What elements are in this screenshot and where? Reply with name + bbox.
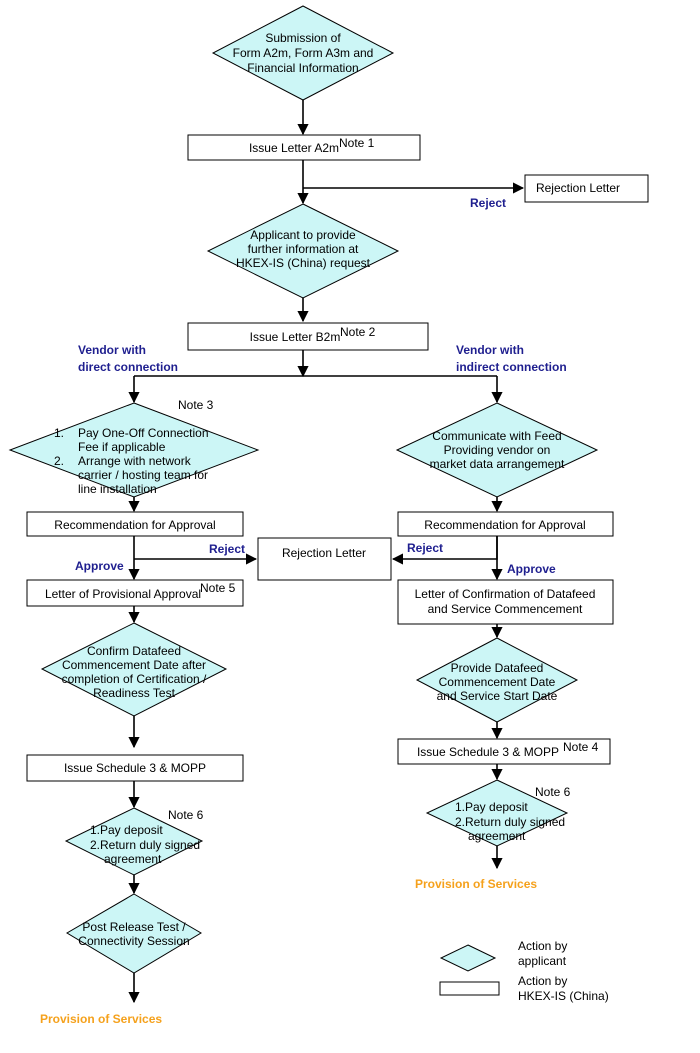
deposit-left-line: 2.Return duly signed — [90, 838, 200, 852]
deposit-right-note: Note 6 — [535, 785, 571, 799]
submission-line: Form A2m, Form A3m and — [233, 46, 374, 60]
deposit-left-line: 1.Pay deposit — [90, 823, 163, 837]
post-release-line: Connectivity Session — [78, 934, 189, 948]
issue-b2m-label: Issue Letter B2m — [250, 330, 341, 344]
submission-line: Financial Information — [247, 61, 358, 75]
node-provisional: Letter of Provisional Approval Note 5 — [26, 579, 244, 607]
approve-left-label: Approve — [75, 559, 124, 573]
provide-date-line: and Service Start Date — [437, 689, 558, 703]
further-info-line: Applicant to provide — [250, 228, 356, 242]
rec-right-label: Recommendation for Approval — [424, 518, 585, 532]
node-issue-b2m: Issue Letter B2m Note 2 — [187, 322, 429, 351]
provision-right-label: Provision of Services — [415, 877, 537, 891]
reject-left-label: Reject — [209, 542, 245, 556]
further-info-line: further information at — [248, 242, 359, 256]
submission-line: Submission of — [265, 31, 341, 45]
pay-item-num: 2. — [54, 454, 64, 468]
svg-text:Post Release Test /Connectivit: Post Release Test /Connectivity Session — [78, 920, 189, 948]
confirm-date-line: Commencement Date after — [62, 658, 206, 672]
reject-top-label: Reject — [470, 196, 506, 210]
node-post-release: Post Release Test /Connectivity Session — [66, 893, 202, 974]
edge-reject-right — [391, 536, 498, 565]
schedule-right-note: Note 4 — [563, 740, 599, 754]
node-schedule-left: Issue Schedule 3 & MOPP — [26, 754, 244, 782]
node-issue-a2m: Issue Letter A2m Note 1 — [187, 134, 421, 161]
further-info-line: HKEX-IS (China) request — [236, 256, 371, 270]
communicate-line: Providing vendor on — [444, 443, 551, 457]
confirm-date-line: Readiness Test — [93, 686, 175, 700]
rejection-top-label: Rejection Letter — [536, 181, 620, 195]
node-rejection-top: Rejection Letter — [524, 174, 649, 203]
provide-date-line: Provide Datafeed — [451, 661, 544, 675]
deposit-left-line: agreement — [104, 852, 162, 866]
legend-rect-swatch — [439, 981, 500, 996]
schedule-right-label: Issue Schedule 3 & MOPP — [417, 745, 559, 759]
deposit-left-note: Note 6 — [168, 808, 204, 822]
issue-a2m-note: Note 1 — [339, 136, 375, 150]
connectors — [128, 100, 525, 1004]
legend-diamond-swatch — [439, 944, 497, 972]
node-rejection-mid: Rejection Letter — [257, 537, 392, 581]
issue-a2m-label: Issue Letter A2m — [249, 141, 339, 155]
confirmation-line: and Service Commencement — [428, 602, 583, 616]
post-release-line: Post Release Test / — [82, 920, 186, 934]
node-rec-left: Recommendation for Approval — [26, 511, 244, 537]
pay-item-num: 1. — [54, 426, 64, 440]
provisional-label: Letter of Provisional Approval — [45, 587, 201, 601]
provide-date-line: Commencement Date — [439, 675, 556, 689]
rec-left-label: Recommendation for Approval — [54, 518, 215, 532]
reject-right-label: Reject — [407, 541, 443, 555]
deposit-right-line: 1.Pay deposit — [455, 800, 528, 814]
approve-right-label: Approve — [507, 562, 556, 576]
communicate-line: Communicate with Feed — [432, 429, 561, 443]
deposit-right-line: agreement — [468, 829, 526, 843]
node-schedule-right: Issue Schedule 3 & MOPP Note 4 — [397, 738, 611, 765]
communicate-line: market data arrangement — [430, 457, 565, 471]
confirmation-line: Letter of Confirmation of Datafeed — [415, 587, 596, 601]
node-rec-right: Recommendation for Approval — [397, 511, 614, 537]
schedule-left-label: Issue Schedule 3 & MOPP — [64, 761, 206, 775]
pay-one-off-note: Note 3 — [178, 398, 214, 412]
confirm-date-line: Confirm Datafeed — [87, 644, 181, 658]
deposit-right-line: 2.Return duly signed — [455, 815, 565, 829]
rejection-mid-label: Rejection Letter — [282, 546, 366, 560]
provision-left-label: Provision of Services — [40, 1012, 162, 1026]
issue-b2m-note: Note 2 — [340, 325, 376, 339]
confirm-date-line: completion of Certification / — [62, 672, 207, 686]
provisional-note: Note 5 — [200, 581, 236, 595]
